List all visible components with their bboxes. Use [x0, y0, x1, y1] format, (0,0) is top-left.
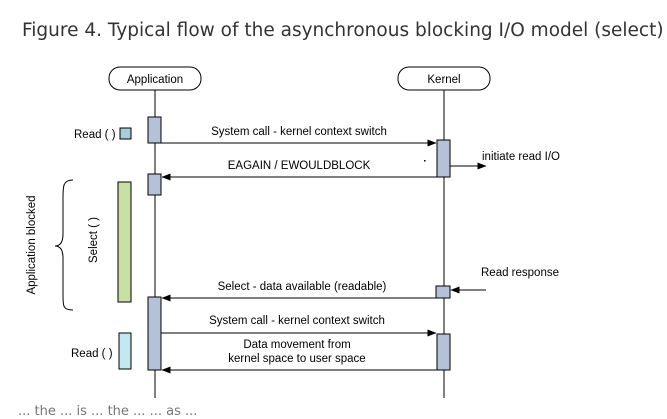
application-blocked-label: Application blocked [26, 195, 38, 294]
read-box-second [118, 332, 132, 370]
application-activation-2 [147, 173, 162, 196]
select-available-label: Select - data available (readable) [218, 281, 387, 293]
eagain-label: EAGAIN / EWOULDBLOCK [228, 160, 371, 172]
read-response-label: Read response [481, 267, 559, 279]
application-participant: Application [108, 66, 202, 91]
read-label-first: Read ( ) [74, 129, 116, 141]
kernel-label: Kernel [427, 74, 460, 86]
application-activation-1 [147, 116, 162, 144]
read-label-second: Read ( ) [71, 348, 113, 360]
kernel-dot-marker [424, 160, 426, 162]
read-box-first [119, 127, 132, 140]
figure-title: Figure 4. Typical flow of the asynchrono… [22, 20, 664, 41]
kernel-activation-2 [435, 285, 451, 299]
kernel-activation-1 [436, 139, 451, 178]
syscall-label-1: System call - kernel context switch [211, 126, 387, 138]
cropped-caption-text: ... the ... is ... the ... ... as ... [18, 404, 198, 419]
select-label: Select ( ) [88, 217, 100, 263]
data-movement-label-line1: Data movement from [243, 339, 350, 351]
application-label: Application [127, 74, 183, 86]
data-movement-label-line2: kernel space to user space [228, 353, 365, 365]
blocked-brace [54, 179, 74, 311]
kernel-activation-3 [436, 333, 451, 371]
application-activation-3 [147, 296, 162, 371]
select-bar [117, 181, 132, 303]
initiate-label: initiate read I/O [482, 151, 560, 163]
syscall-label-2: System call - kernel context switch [209, 315, 385, 327]
kernel-participant: Kernel [397, 66, 491, 91]
